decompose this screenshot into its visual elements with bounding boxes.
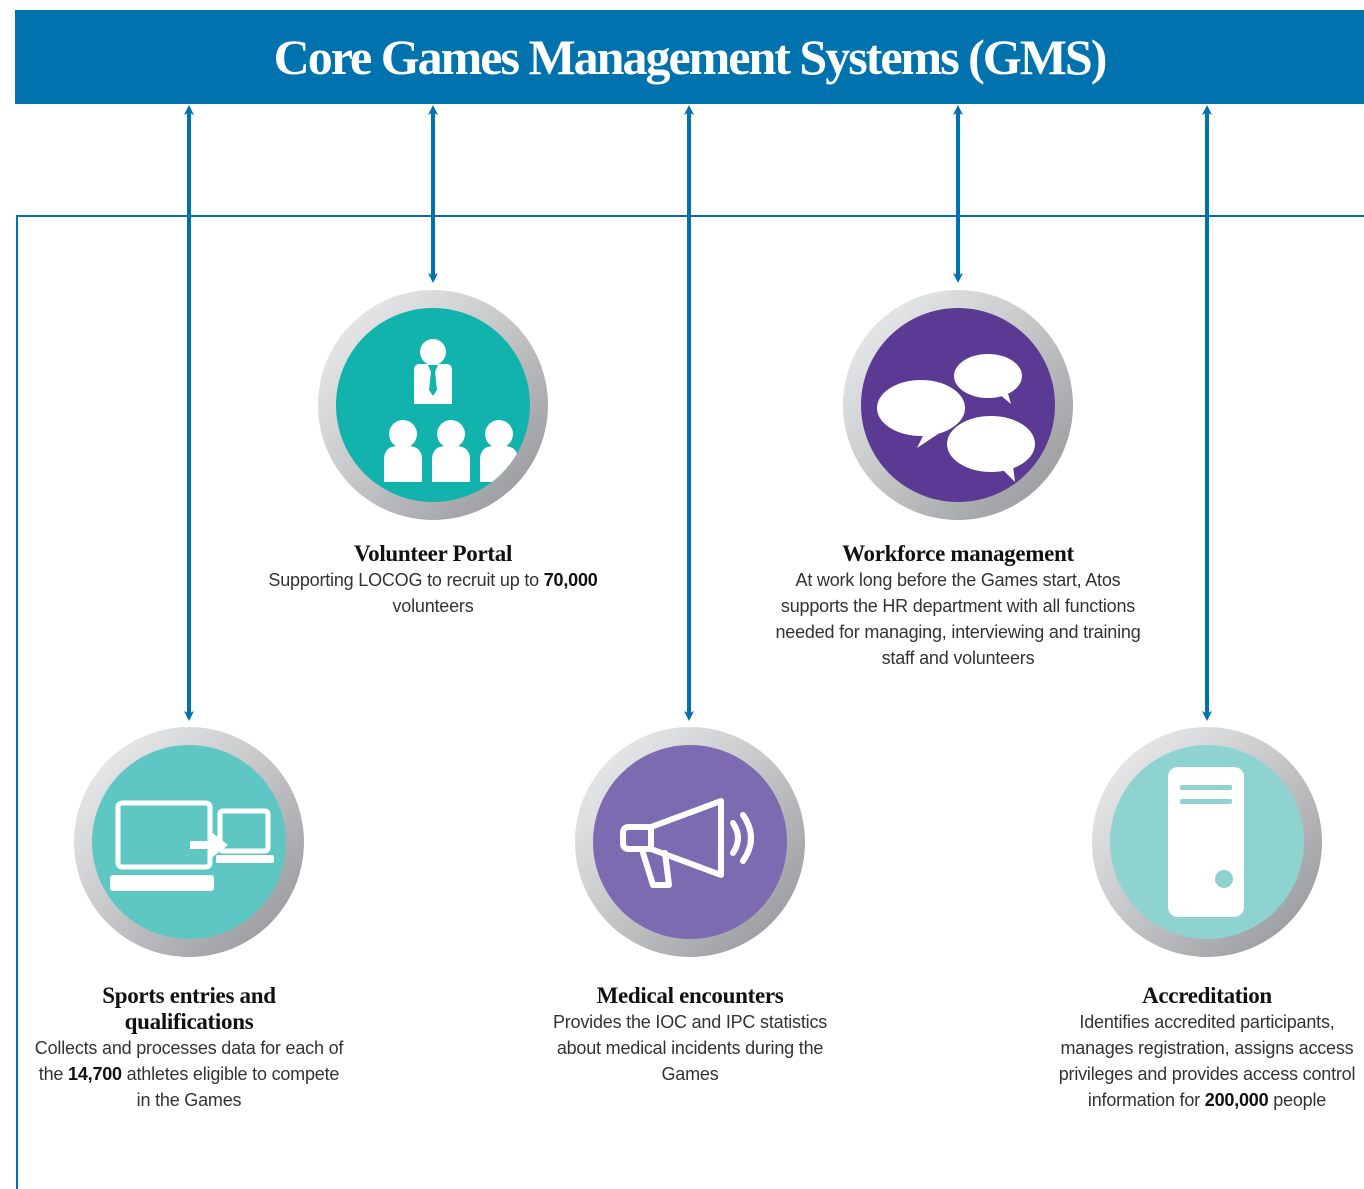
node-description: Collects and processes data for each of … bbox=[34, 1038, 344, 1110]
node-title: Workforce management bbox=[842, 541, 1074, 566]
megaphone-icon bbox=[620, 798, 754, 888]
accreditation-caption: Accreditation Identifies accredited part… bbox=[1052, 983, 1362, 1113]
workforce-management-caption: Workforce management At work long before… bbox=[748, 541, 1168, 671]
node-description: Supporting LOCOG to recruit up to 70,000… bbox=[268, 570, 598, 616]
node-title: Sports entries and qualifications bbox=[102, 983, 276, 1034]
accreditation-badge bbox=[1092, 727, 1322, 957]
frame-line bbox=[16, 215, 1364, 1189]
volunteer-portal-badge bbox=[318, 290, 548, 520]
people-icon bbox=[384, 339, 518, 482]
node-title: Volunteer Portal bbox=[353, 541, 513, 566]
medical-encounters-caption: Medical encounters Provides the IOC and … bbox=[520, 983, 860, 1087]
workforce-management-badge bbox=[843, 290, 1073, 520]
volunteer-portal-caption: Volunteer Portal Supporting LOCOG to rec… bbox=[253, 541, 613, 619]
node-title: Medical encounters bbox=[596, 983, 784, 1008]
data-transfer-icon bbox=[110, 800, 274, 891]
sports-entries-caption: Sports entries and qualifications Collec… bbox=[14, 983, 364, 1113]
node-description: Provides the IOC and IPC statistics abou… bbox=[552, 1012, 828, 1084]
page-title: Core Games Management Systems (GMS) bbox=[273, 29, 1108, 85]
medical-encounters-badge bbox=[575, 727, 805, 957]
server-icon bbox=[1168, 767, 1244, 917]
gms-header: Core Games Management Systems (GMS) bbox=[15, 10, 1364, 104]
node-description: At work long before the Games start, Ato… bbox=[775, 570, 1141, 668]
sports-entries-badge bbox=[74, 727, 304, 957]
node-description: Identifies accredited participants, mana… bbox=[1058, 1012, 1356, 1110]
node-title: Accreditation bbox=[1142, 983, 1272, 1008]
speech-bubbles-icon bbox=[877, 354, 1035, 482]
